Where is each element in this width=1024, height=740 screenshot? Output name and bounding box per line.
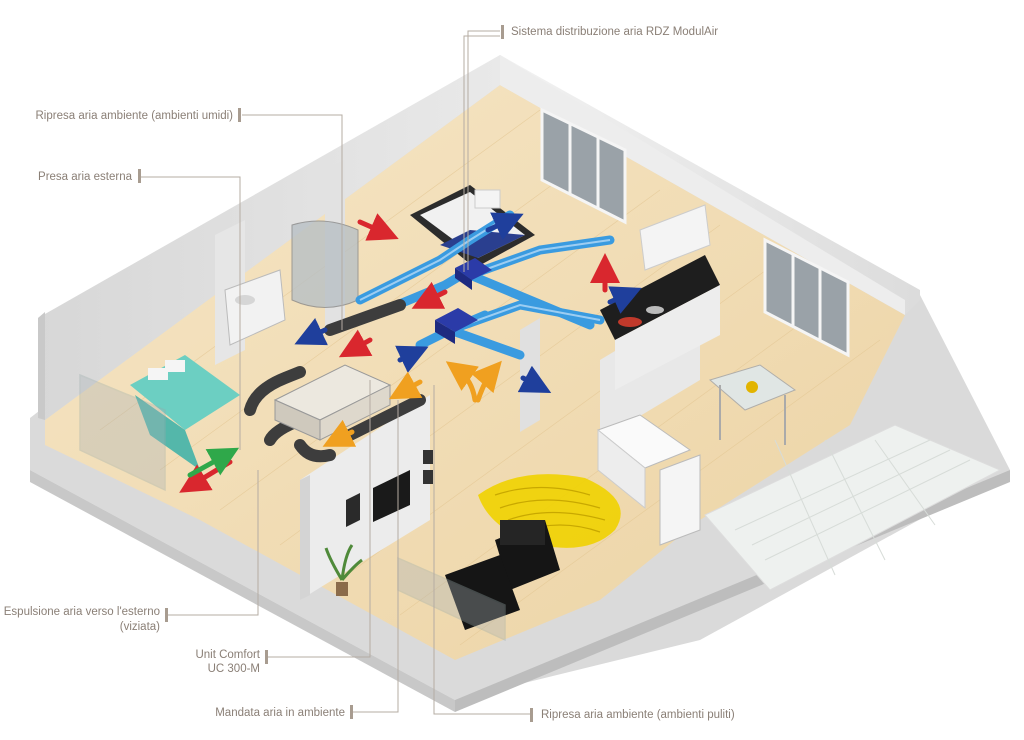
label-unit-line1: Unit Comfort <box>195 649 260 661</box>
label-tick <box>238 108 241 122</box>
label-espulsione-line1: Espulsione aria verso l'esterno <box>3 606 160 618</box>
label-espulsione-line2: (viziata) <box>119 621 160 633</box>
shower-cabin <box>291 220 359 308</box>
airflow-arrows <box>179 212 642 493</box>
label-sistema-distribuzione: Sistema distribuzione aria RDZ ModulAir <box>511 26 719 38</box>
label-mandata: Mandata aria in ambiente <box>215 707 345 719</box>
label-ripresa-umidi: Ripresa aria ambiente (ambienti umidi) <box>35 110 234 122</box>
terrace <box>704 424 1002 591</box>
sofa <box>445 520 560 630</box>
wall-frames <box>423 450 433 484</box>
label-tick <box>501 25 504 39</box>
kitchen <box>600 204 720 390</box>
label-tick <box>138 169 141 183</box>
label-presa-esterna: Presa aria esterna <box>38 171 132 183</box>
label-unit-line2: UC 300-M <box>207 663 260 675</box>
window-back <box>540 107 627 225</box>
label-tick <box>265 650 268 664</box>
back-walls <box>38 55 920 420</box>
label-ripresa-puliti: Ripresa aria ambiente (ambienti puliti) <box>541 709 735 721</box>
dining-table <box>708 364 797 445</box>
window-right <box>763 237 850 358</box>
glass-railing-left <box>79 373 166 492</box>
label-tick <box>165 608 168 622</box>
sideboard <box>596 414 701 546</box>
plant <box>324 544 363 596</box>
bed-front <box>130 355 240 470</box>
label-tick <box>530 708 533 722</box>
tv-screen <box>346 470 410 527</box>
exhaust-ducts <box>244 299 426 463</box>
leader-lines <box>140 30 532 715</box>
label-tick <box>350 705 353 719</box>
